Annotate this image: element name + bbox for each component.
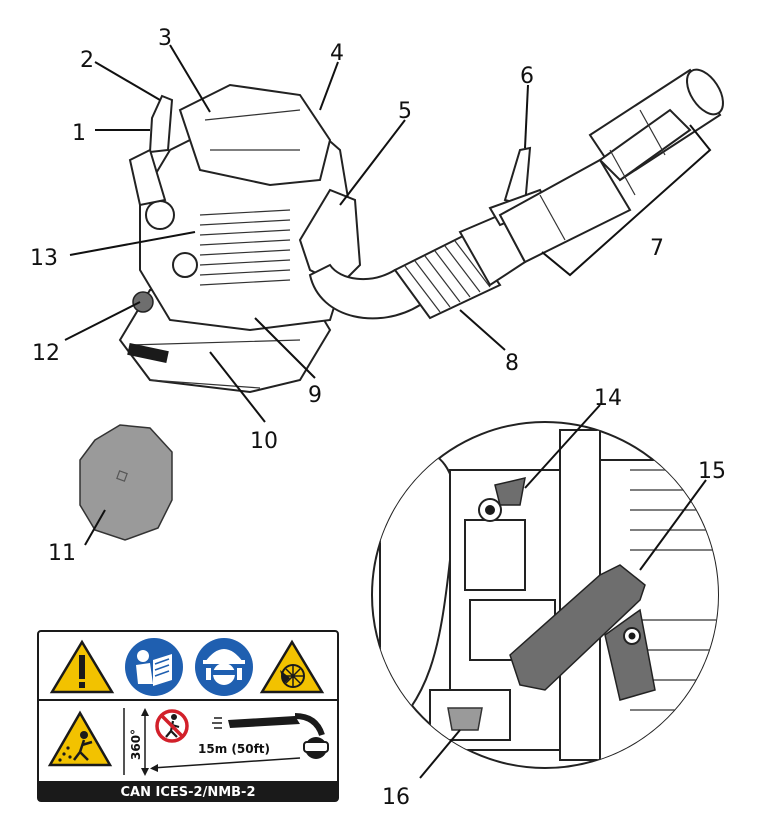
- bracket-7: [541, 124, 712, 277]
- callout-15: 15: [698, 459, 726, 484]
- flying-debris-warning-icon: [47, 710, 113, 767]
- callout-9: 9: [308, 383, 322, 408]
- leader-lines: [64, 44, 529, 423]
- blower-nozzle-icon: [212, 713, 329, 759]
- callout-13: 13: [30, 246, 58, 271]
- disc-part: [79, 424, 173, 541]
- callout-16: 16: [382, 785, 410, 810]
- callout-12: 12: [32, 341, 60, 366]
- callout-4: 4: [330, 41, 344, 66]
- callout-11: 11: [48, 541, 76, 566]
- distance-text: 15m (50ft): [198, 742, 270, 756]
- callout-8: 8: [505, 351, 519, 376]
- warning-exclamation-icon: [49, 639, 115, 694]
- callout-2: 2: [80, 48, 94, 73]
- angle-text: 360°: [129, 729, 143, 760]
- no-bystanders-icon: [155, 709, 189, 743]
- safety-label-footer: CAN ICES-2/NMB-2: [121, 785, 256, 800]
- blower-illustration: [118, 68, 724, 394]
- safety-label: 360° 15m (50ft) CAN ICES-2/NMB-2: [37, 630, 339, 802]
- wear-protection-icon: [195, 638, 253, 696]
- detail-inset: [371, 421, 719, 769]
- callout-10: 10: [250, 429, 278, 454]
- callout-7: 7: [650, 236, 664, 261]
- callout-5: 5: [398, 99, 412, 124]
- read-manual-icon: [125, 638, 183, 696]
- callout-3: 3: [158, 26, 172, 51]
- callout-1: 1: [72, 121, 86, 146]
- callout-14: 14: [594, 386, 622, 411]
- callout-6: 6: [520, 64, 534, 89]
- rotating-fan-warning-icon: [259, 639, 325, 694]
